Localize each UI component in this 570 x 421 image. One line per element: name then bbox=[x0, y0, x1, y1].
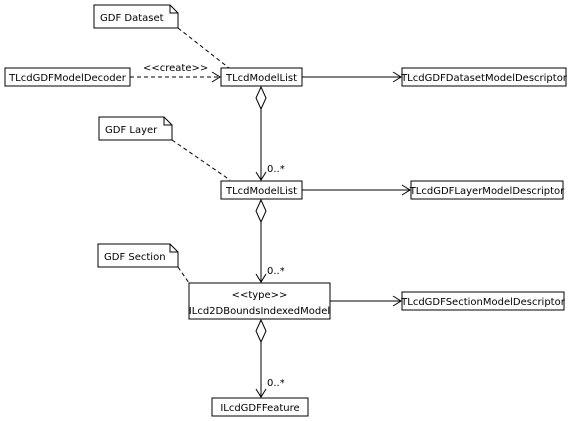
create-dependency-label: <<create>> bbox=[143, 63, 208, 74]
aggregation-layer-section: 0..* bbox=[255, 198, 285, 283]
class-gdf-dataset-model-descriptor-label: TLcdGDFDatasetModelDescriptor bbox=[400, 73, 568, 84]
class-gdf-model-decoder: TLcdGDFModelDecoder bbox=[4, 67, 131, 87]
aggregation-dataset-layer: 0..* bbox=[255, 85, 285, 181]
class-model-list-layer-label: TLcdModelList bbox=[225, 186, 297, 197]
note-gdf-layer-label: GDF Layer bbox=[105, 125, 158, 136]
multiplicity-feature: 0..* bbox=[267, 378, 285, 389]
association-section-descriptor bbox=[330, 295, 402, 307]
class-gdf-feature: ILcdGDFFeature bbox=[211, 397, 309, 417]
class-gdf-feature-label: ILcdGDFFeature bbox=[220, 403, 299, 414]
aggregation-section-feature: 0..* bbox=[255, 318, 285, 398]
class-model-list-layer: TLcdModelList bbox=[220, 180, 303, 200]
note-dataset-connector bbox=[177, 27, 230, 69]
class-2d-bounds-indexed-model-label: ILcd2DBoundsIndexedModel bbox=[189, 306, 330, 317]
multiplicity-layer: 0..* bbox=[267, 164, 285, 175]
class-gdf-model-decoder-label: TLcdGDFModelDecoder bbox=[8, 73, 127, 84]
class-model-list-dataset-label: TLcdModelList bbox=[225, 73, 297, 84]
class-2d-bounds-indexed-model: <<type>> ILcd2DBoundsIndexedModel bbox=[188, 282, 331, 320]
create-dependency: <<create>> bbox=[130, 63, 221, 83]
note-layer-connector bbox=[171, 139, 231, 181]
class-gdf-section-model-descriptor: TLcdGDFSectionModelDescriptor bbox=[400, 291, 566, 311]
class-gdf-dataset-model-descriptor: TLcdGDFDatasetModelDescriptor bbox=[400, 67, 568, 87]
note-gdf-section: GDF Section bbox=[97, 243, 179, 268]
note-gdf-dataset: GDF Dataset bbox=[93, 4, 179, 29]
note-gdf-layer: GDF Layer bbox=[98, 116, 173, 141]
note-gdf-section-label: GDF Section bbox=[104, 252, 166, 263]
association-dataset-descriptor bbox=[302, 71, 402, 83]
note-gdf-dataset-label: GDF Dataset bbox=[100, 13, 164, 24]
class-gdf-layer-model-descriptor-label: TLcdGDFLayerModelDescriptor bbox=[409, 186, 565, 197]
class-model-list-dataset: TLcdModelList bbox=[220, 67, 303, 87]
class-gdf-layer-model-descriptor: TLcdGDFLayerModelDescriptor bbox=[409, 180, 565, 200]
class-gdf-section-model-descriptor-label: TLcdGDFSectionModelDescriptor bbox=[400, 297, 566, 308]
class-2d-bounds-indexed-model-stereotype: <<type>> bbox=[232, 290, 288, 301]
multiplicity-section: 0..* bbox=[267, 266, 285, 277]
note-section-connector bbox=[177, 266, 190, 284]
association-layer-descriptor bbox=[302, 184, 411, 196]
